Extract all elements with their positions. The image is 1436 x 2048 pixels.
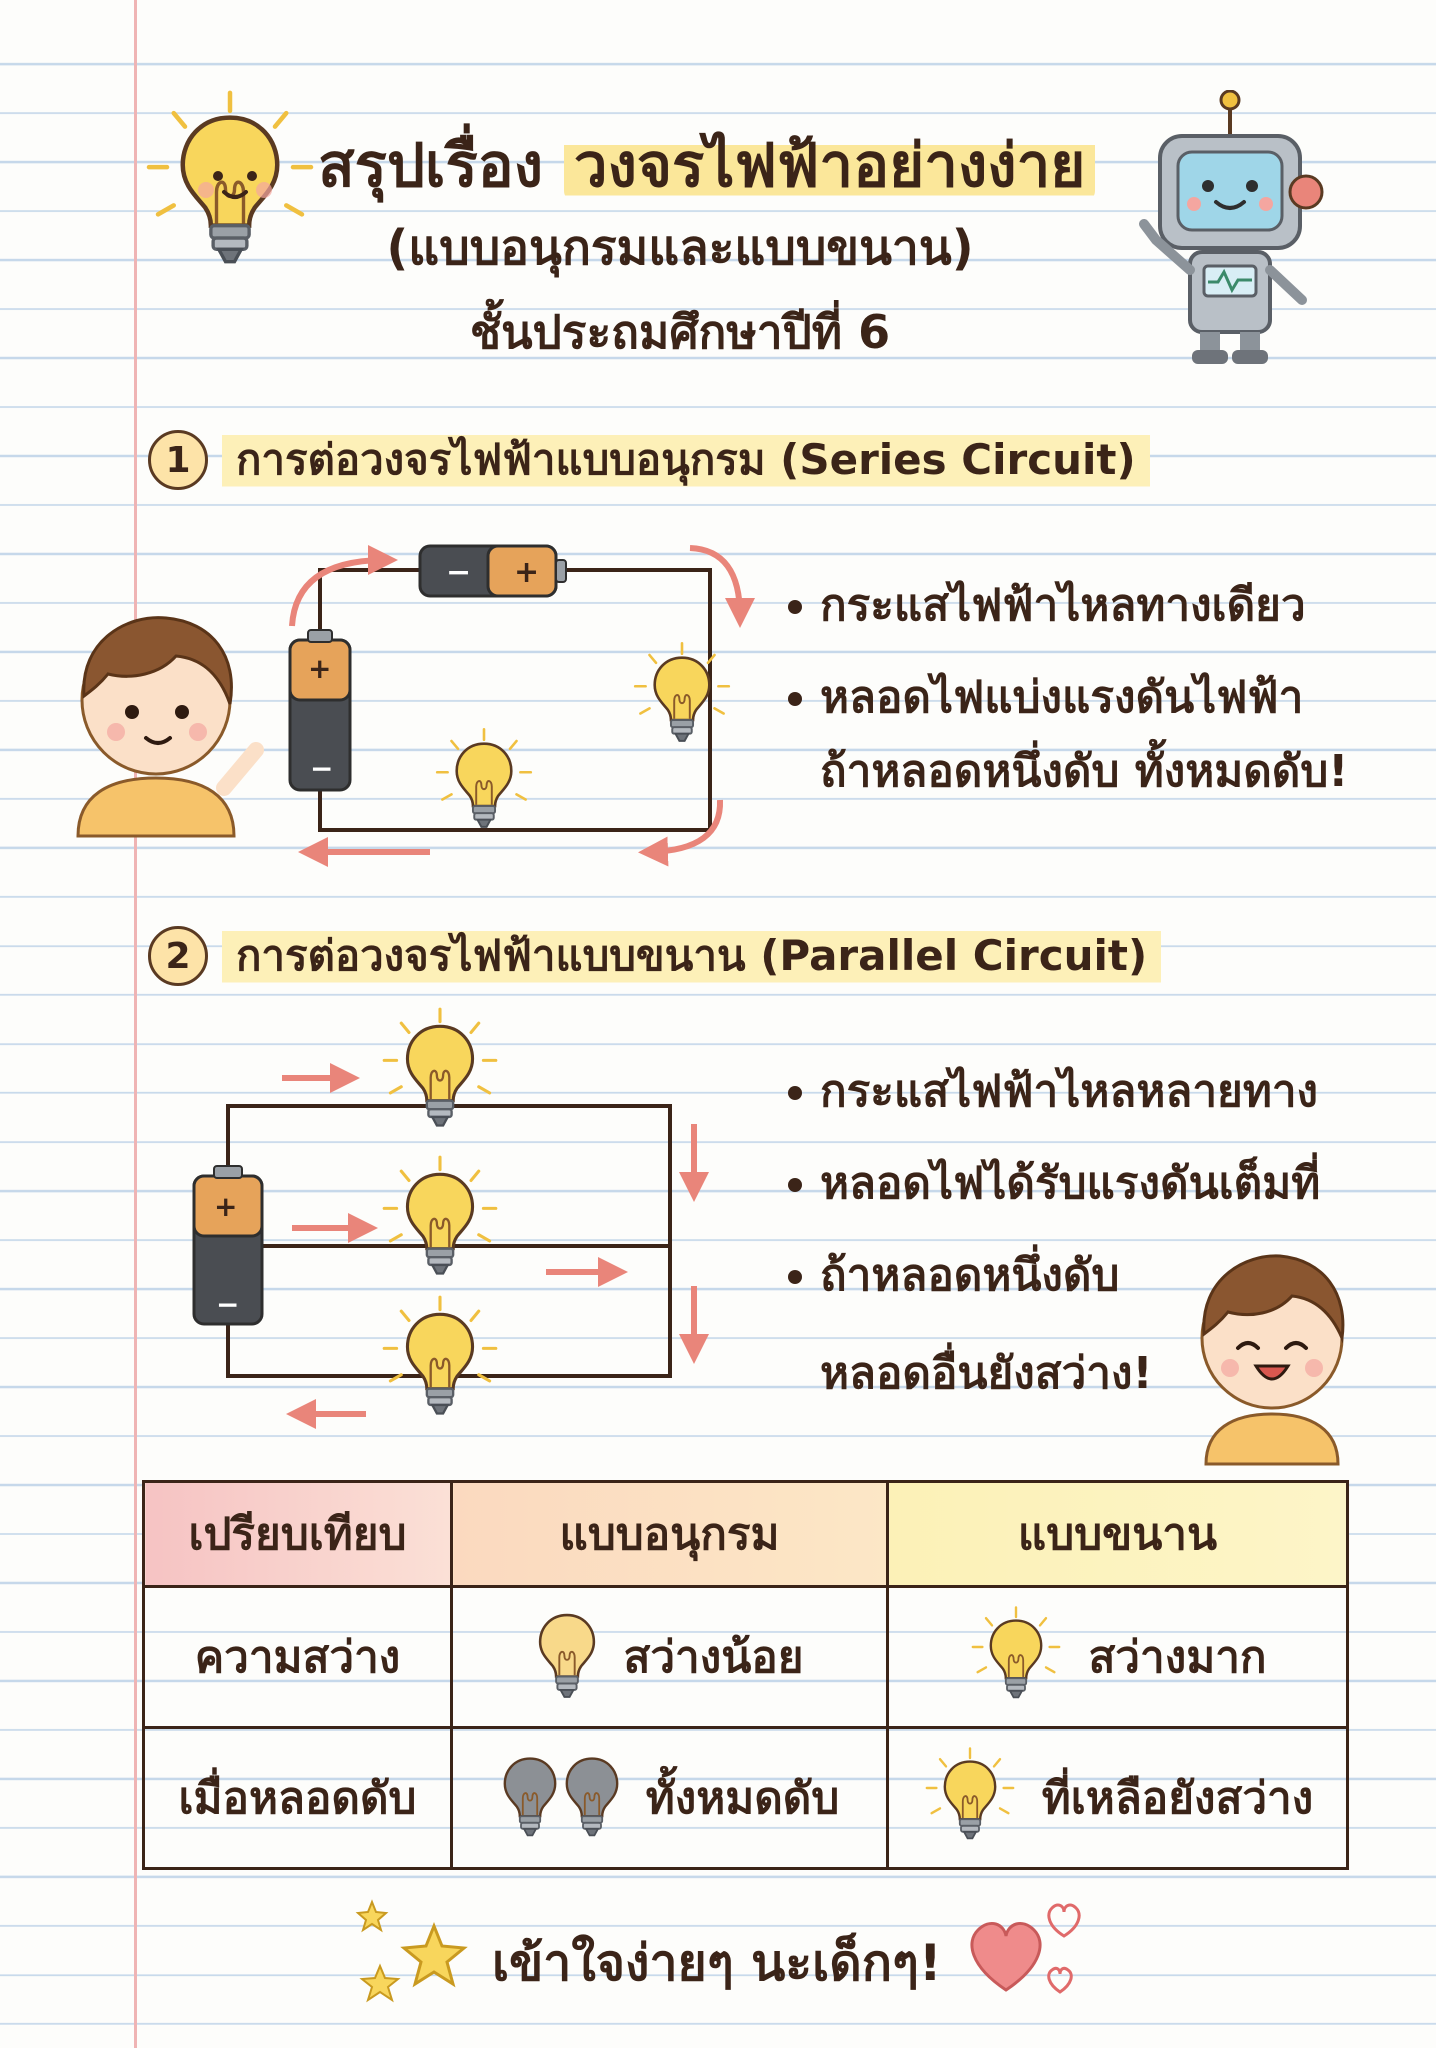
list-item: กระแสไฟฟ้าไหลทางเดียว [788, 578, 1348, 634]
lightbulb-icon [968, 1605, 1064, 1709]
battery-plus-sign: + [308, 652, 331, 685]
robot-icon [1139, 90, 1324, 364]
lightbulb-icon [384, 1009, 496, 1125]
lightbulb-icon [635, 643, 729, 741]
parallel-section-header: 2 การต่อวงจรไฟฟ้าแบบขนาน (Parallel Circu… [148, 921, 1162, 991]
heart-icon [970, 1903, 1081, 1994]
page-title: สรุปเรื่อง วงจรไฟฟ้าอย่างง่าย [318, 118, 1096, 213]
boy-icon [76, 616, 264, 838]
title-highlight: วงจรไฟฟ้าอย่างง่าย [563, 131, 1096, 201]
lightbulb-icon [539, 1613, 596, 1699]
table-header: แบบอนุกรม [450, 1480, 889, 1588]
series-bullet-continuation: ถ้าหลอดหนึ่งดับ ทั้งหมดดับ! [820, 746, 1349, 797]
arrow-icon [689, 545, 755, 628]
battery-icon: − + [418, 544, 567, 598]
boy-icon [1200, 1254, 1345, 1466]
battery-plus-sign: + [514, 555, 539, 590]
lightbulb-icon [922, 1746, 1018, 1850]
title-prefix: สรุปเรื่อง [318, 131, 543, 201]
table-cell: ที่เหลือยังสว่าง [886, 1726, 1349, 1870]
table-header-row: เปรียบเทียบ แบบอนุกรม แบบขนาน [142, 1480, 1349, 1588]
row-label: ความสว่าง [142, 1585, 453, 1729]
parallel-bullet-continuation: หลอดอื่นยังสว่าง! [820, 1348, 1153, 1399]
series-section-number: 1 [148, 430, 208, 490]
series-circuit-diagram: − + + − [288, 544, 755, 867]
battery-icon: + − [192, 1165, 264, 1326]
battery-icon: + − [288, 629, 352, 792]
table-header: แบบขนาน [886, 1480, 1349, 1588]
series-section-title: การต่อวงจรไฟฟ้าแบบอนุกรม (Series Circuit… [222, 425, 1150, 495]
comparison-table: เปรียบเทียบ แบบอนุกรม แบบขนาน ความสว่าง … [142, 1480, 1349, 1870]
table-cell: สว่างมาก [886, 1585, 1349, 1729]
battery-plus-sign: + [214, 1190, 237, 1223]
lightbulb-icon [437, 729, 531, 827]
arrow-icon [638, 799, 724, 867]
lightbulb-off-icon [503, 1757, 557, 1837]
notebook-margin-line [134, 0, 137, 2048]
grade-label: ชั้นประถมศึกษาปีที่ 6 [469, 305, 891, 359]
table-row: เมื่อหลอดดับ ทั้งหมดดับ ที่เหลือยังสว่าง [142, 1726, 1349, 1870]
footer-message: เข้าใจง่ายๆ นะเด็กๆ! [492, 1934, 942, 1992]
table-header: เปรียบเทียบ [142, 1480, 453, 1588]
battery-minus-sign: − [310, 752, 333, 785]
row-label: เมื่อหลอดดับ [142, 1726, 453, 1870]
lightbulb-icon [384, 1297, 496, 1413]
battery-minus-sign: − [446, 555, 471, 590]
parallel-bullet-list: กระแสไฟฟ้าไหลหลายทาง หลอดไฟได้รับแรงดันเ… [788, 1064, 1348, 1340]
parallel-section-number: 2 [148, 926, 208, 986]
parallel-section-title: การต่อวงจรไฟฟ้าแบบขนาน (Parallel Circuit… [222, 921, 1162, 991]
lightbulb-icon [384, 1157, 496, 1273]
page-subtitle: (แบบอนุกรมและแบบขนาน) [386, 220, 974, 276]
arrow-icon [289, 545, 398, 627]
table-cell: ทั้งหมดดับ [450, 1726, 889, 1870]
list-item: กระแสไฟฟ้าไหลหลายทาง [788, 1064, 1348, 1120]
series-section-header: 1 การต่อวงจรไฟฟ้าแบบอนุกรม (Series Circu… [148, 425, 1150, 495]
battery-minus-sign: − [216, 1288, 239, 1321]
table-cell: สว่างน้อย [450, 1585, 889, 1729]
star-icon [355, 1899, 468, 2003]
list-item: หลอดไฟแบ่งแรงดันไฟฟ้า [788, 670, 1348, 726]
lightbulb-icon [140, 84, 330, 294]
table-row: ความสว่าง สว่างน้อย สว่างมาก [142, 1585, 1349, 1729]
list-item: ถ้าหลอดหนึ่งดับ [788, 1248, 1348, 1304]
list-item: หลอดไฟได้รับแรงดันเต็มที่ [788, 1156, 1348, 1212]
lightbulb-off-icon [565, 1757, 619, 1837]
series-bullet-list: กระแสไฟฟ้าไหลทางเดียว หลอดไฟแบ่งแรงดันไฟ… [788, 578, 1348, 762]
parallel-circuit-diagram: + − [192, 1006, 709, 1429]
